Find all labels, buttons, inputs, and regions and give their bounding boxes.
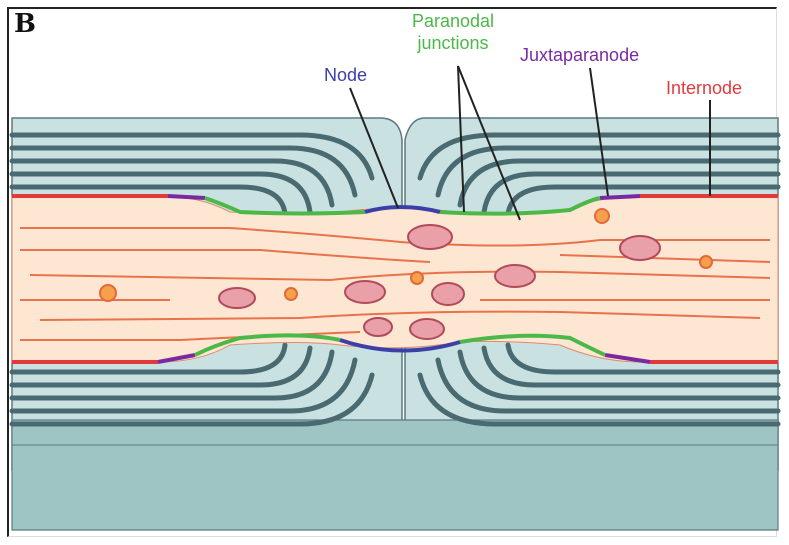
internode-label: Internode bbox=[666, 77, 742, 99]
paranodal-junctions-label-line2: junctions bbox=[398, 32, 508, 54]
paranodal-junctions-label-line1: Paranodal bbox=[398, 10, 508, 32]
juxtaparanode-label: Juxtaparanode bbox=[520, 44, 639, 66]
paranodal-junctions-label: Paranodal junctions bbox=[398, 10, 508, 54]
axon bbox=[12, 196, 778, 362]
node-label: Node bbox=[324, 64, 367, 86]
panel-letter: B bbox=[14, 9, 36, 39]
